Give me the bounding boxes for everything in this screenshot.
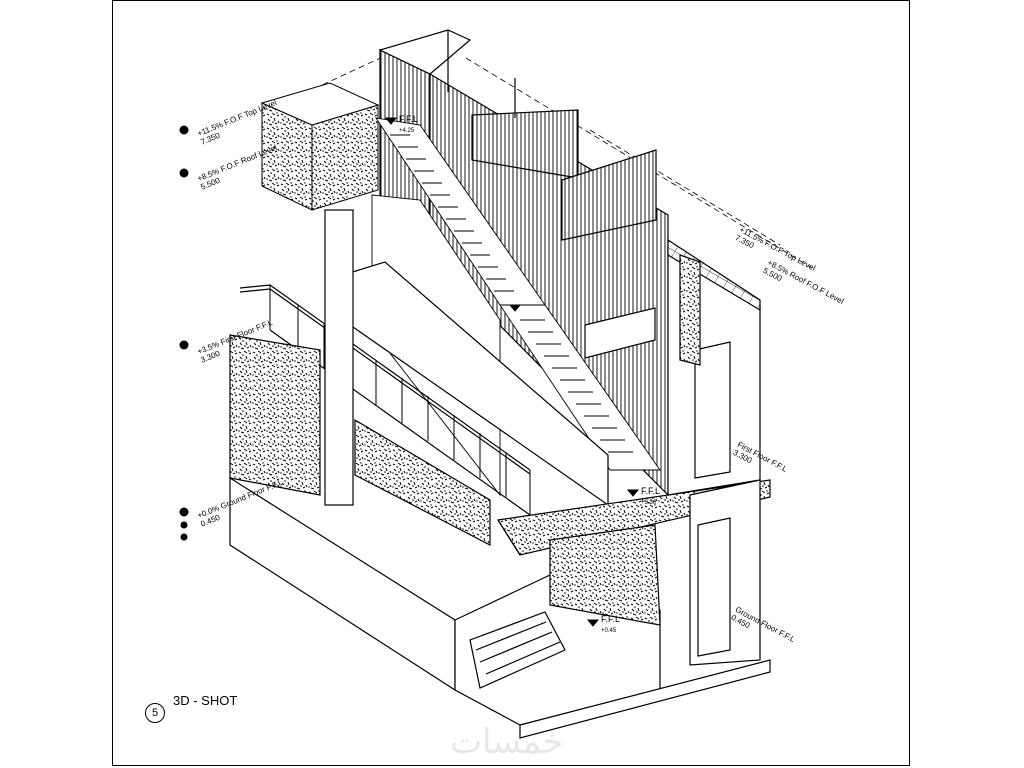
drawing-frame: [112, 0, 910, 766]
ground-floor-base: [229, 476, 771, 739]
level-markers: [179, 117, 640, 627]
ffl-tag: F.F.L+0.45: [601, 614, 621, 634]
view-number-circle: 5: [145, 703, 165, 723]
right-volume: [584, 238, 761, 666]
watermark: خمسات: [450, 722, 564, 762]
view-title: 3D - SHOT: [173, 693, 238, 708]
roof-stone-block: [260, 82, 380, 211]
ground-stone-wall: [229, 209, 491, 546]
ffl-tag: F.F.L+3.30: [641, 486, 661, 506]
ffl-tag: F.F.L+4.25: [399, 114, 419, 134]
